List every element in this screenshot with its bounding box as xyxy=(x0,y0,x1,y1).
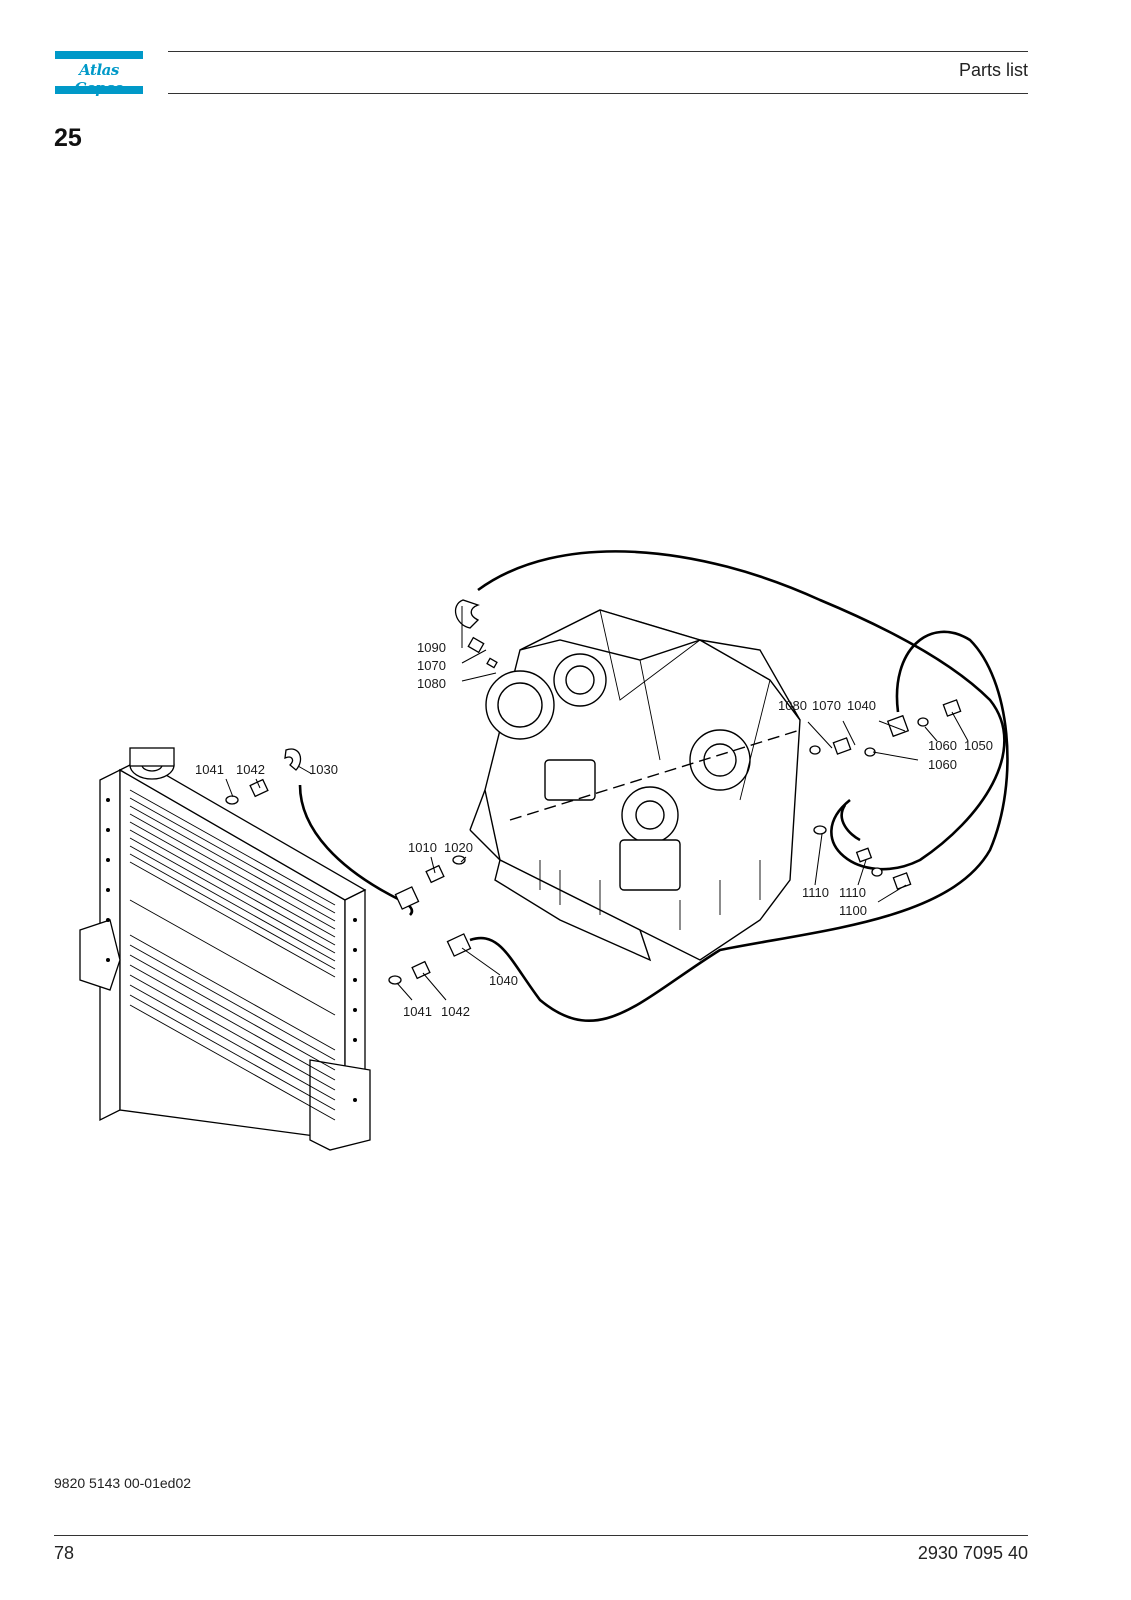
oil-cooler xyxy=(79,747,371,1151)
leader-lines xyxy=(225,606,969,1001)
logo-bar-top xyxy=(55,51,143,59)
logo-bar-bottom xyxy=(55,86,143,94)
section-number: 25 xyxy=(54,124,82,152)
callout-1041: 1041 xyxy=(195,762,224,777)
callout-1080: 1080 xyxy=(417,676,446,691)
callout-1110: 1110 xyxy=(802,885,829,900)
document-code: 9820 5143 00-01ed02 xyxy=(54,1475,192,1491)
callout-1080: 1080 xyxy=(778,698,807,713)
callout-1060: 1060 xyxy=(928,738,957,753)
cooler-fins xyxy=(129,789,336,1121)
footer-rule xyxy=(54,1535,1028,1536)
callout-1110: 1110 xyxy=(839,885,866,900)
callout-labels: 1090 1070 1080 1080 1070 1040 1060 1050 … xyxy=(195,640,993,1019)
callout-1050: 1050 xyxy=(964,738,993,753)
callout-1040: 1040 xyxy=(489,973,518,988)
callout-1020: 1020 xyxy=(444,840,473,855)
atlas-copco-logo: Atlas Copco xyxy=(55,51,143,97)
callout-1060: 1060 xyxy=(928,757,957,772)
page-number: 78 xyxy=(54,1543,75,1563)
callout-1040: 1040 xyxy=(847,698,876,713)
callout-1070: 1070 xyxy=(812,698,841,713)
callout-1070: 1070 xyxy=(417,658,446,673)
hose-right-loop xyxy=(469,630,1009,1022)
gearbox-housing xyxy=(469,609,801,962)
housing-details xyxy=(539,609,771,930)
hose-left xyxy=(298,784,414,916)
document-reference: 2930 7095 40 xyxy=(917,1543,1028,1563)
header-rule-top xyxy=(168,51,1028,52)
callout-1030: 1030 xyxy=(309,762,338,777)
callout-1100: 1100 xyxy=(839,903,867,918)
callout-1090: 1090 xyxy=(417,640,446,655)
callout-1042: 1042 xyxy=(236,762,265,777)
hose-middle xyxy=(840,804,861,842)
callout-1010: 1010 xyxy=(408,840,437,855)
cooler-bolt-holes xyxy=(106,798,357,1102)
callout-1041: 1041 xyxy=(403,1004,432,1019)
header-rule-bottom xyxy=(168,93,1028,94)
callout-1042: 1042 xyxy=(441,1004,470,1019)
page-title: Parts list xyxy=(958,60,1028,80)
